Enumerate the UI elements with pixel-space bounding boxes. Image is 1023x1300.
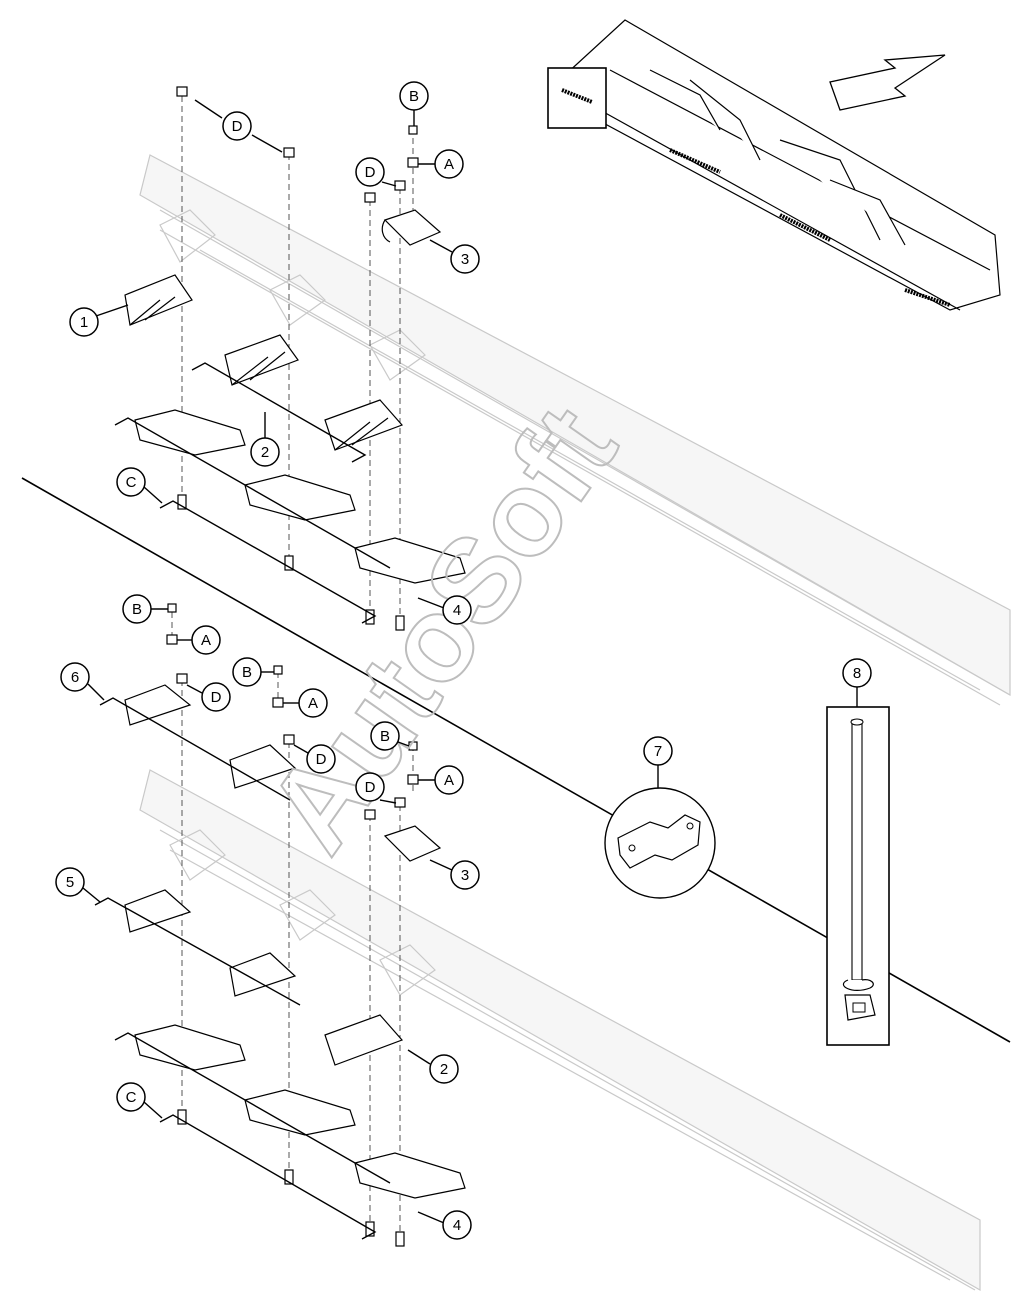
callout-b: B: [370, 721, 400, 751]
bolt-head: [273, 665, 283, 675]
bolt: [395, 1231, 405, 1247]
washer: [166, 634, 178, 645]
lower-parts-group: [94, 603, 466, 1247]
callout-6: 6: [60, 662, 90, 692]
svg-text:C: C: [126, 1089, 137, 1106]
svg-text:D: D: [365, 164, 376, 181]
callout-a: A: [191, 625, 221, 655]
svg-text:8: 8: [853, 665, 861, 682]
nut: [394, 180, 406, 191]
watermark-text: AutoSoft: [242, 383, 642, 875]
bolt-head: [167, 603, 177, 613]
washer: [407, 157, 419, 168]
callout-2: 2: [250, 437, 280, 467]
callout-4: 4: [442, 595, 472, 625]
background-cutter-bar-lower: [139, 769, 981, 1292]
callout-3: 3: [450, 860, 480, 890]
background-cutter-bar-upper: [139, 154, 1011, 706]
knife-guard: [324, 1014, 404, 1066]
nut: [176, 673, 188, 684]
nut: [364, 192, 376, 203]
svg-text:B: B: [380, 728, 390, 745]
knife-guard: [124, 684, 192, 726]
svg-text:2: 2: [440, 1061, 448, 1078]
callout-4: 4: [442, 1210, 472, 1240]
bolt: [177, 494, 187, 510]
svg-text:1: 1: [80, 314, 88, 331]
knife-guard: [229, 744, 297, 789]
knife-section: [134, 1024, 246, 1071]
svg-text:3: 3: [461, 867, 469, 884]
svg-text:B: B: [242, 664, 252, 681]
svg-text:C: C: [126, 474, 137, 491]
callout-b: B: [122, 594, 152, 624]
knife-section: [354, 1152, 466, 1199]
svg-text:D: D: [365, 779, 376, 796]
callout-c: C: [116, 1082, 146, 1112]
svg-text:A: A: [201, 632, 211, 649]
callout-3: 3: [450, 244, 480, 274]
view-direction-arrow: [829, 54, 946, 111]
callout-a: A: [434, 149, 464, 179]
knife-guard: [124, 889, 192, 933]
callout-a: A: [298, 688, 328, 718]
detail-circle-7: [604, 787, 716, 899]
header-overview-illustration: [547, 19, 1001, 311]
knife-guard: [124, 274, 193, 326]
callout-b: B: [399, 81, 429, 111]
svg-text:A: A: [444, 772, 454, 789]
bolt: [284, 1169, 294, 1185]
nut: [283, 734, 295, 745]
callout-c: C: [116, 467, 146, 497]
callout-7: 7: [643, 736, 673, 766]
svg-text:3: 3: [461, 251, 469, 268]
tool-panel-8: [826, 706, 890, 1046]
bolt: [177, 1109, 187, 1125]
bolt: [395, 615, 405, 631]
callout-5: 5: [55, 867, 85, 897]
nut: [364, 809, 376, 820]
knife-section: [244, 1089, 356, 1136]
svg-text:5: 5: [66, 874, 74, 891]
nut: [176, 86, 188, 97]
bolt-head: [408, 125, 418, 135]
callout-1: 1: [69, 307, 99, 337]
svg-text:B: B: [132, 601, 142, 618]
callout-d: D: [355, 772, 385, 802]
callout-d: D: [201, 682, 231, 712]
callout-8: 8: [842, 658, 872, 688]
svg-text:D: D: [316, 751, 327, 768]
washer: [272, 697, 284, 708]
knife-guard: [224, 334, 299, 386]
svg-text:4: 4: [453, 1217, 461, 1234]
knife-guard: [324, 399, 404, 451]
callout-2: 2: [429, 1054, 459, 1084]
upper-parts-group: [114, 86, 466, 631]
hold-down-clip: [383, 825, 442, 862]
svg-text:2: 2: [261, 444, 269, 461]
svg-text:D: D: [232, 118, 243, 135]
svg-text:A: A: [444, 156, 454, 173]
svg-text:6: 6: [71, 669, 79, 686]
callout-b: B: [232, 657, 262, 687]
callout-d: D: [355, 157, 385, 187]
svg-text:4: 4: [453, 602, 461, 619]
svg-text:B: B: [409, 88, 419, 105]
knife-section: [354, 537, 466, 584]
nut: [283, 147, 295, 158]
bolt: [284, 555, 294, 571]
callout-a: A: [434, 765, 464, 795]
callout-d: D: [222, 111, 252, 141]
hold-down-clip: [383, 209, 442, 246]
callout-d: D: [306, 744, 336, 774]
knife-section: [134, 409, 246, 456]
svg-text:A: A: [308, 695, 318, 712]
svg-text:7: 7: [654, 743, 662, 760]
svg-text:D: D: [211, 689, 222, 706]
knife-section: [244, 474, 356, 521]
knife-guard: [229, 952, 297, 997]
